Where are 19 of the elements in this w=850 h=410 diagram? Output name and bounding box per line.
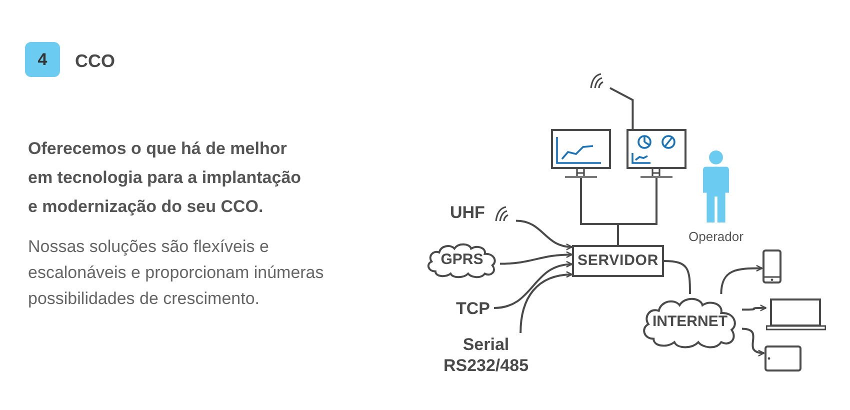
node-label: UHF [450,202,485,224]
arrow [720,264,763,294]
arrow [516,220,573,250]
number-badge: 4 [25,42,60,77]
arrow [494,261,573,309]
connector-line [664,260,691,294]
arrow [742,328,765,356]
arrow [520,271,573,334]
node-label: Operador [688,228,744,246]
intro-heading: Oferecemos o que há de melhor em tecnologia para a implantação e modernização do seu CCO. [28,138,302,218]
node-label: Serial RS232/485 [442,334,530,376]
section-title: CCO [75,50,115,73]
server-box: SERVIDOR [572,245,664,277]
arrow [742,304,767,312]
node-label: TCP [456,298,490,318]
arrow [500,251,573,265]
connector-line [610,87,634,129]
connector-line [617,178,658,245]
intro-paragraph: Nossas soluções são flexíveis e escalonáveis e proporcionam inúmeras possibilidades de crescimento. [28,236,325,310]
